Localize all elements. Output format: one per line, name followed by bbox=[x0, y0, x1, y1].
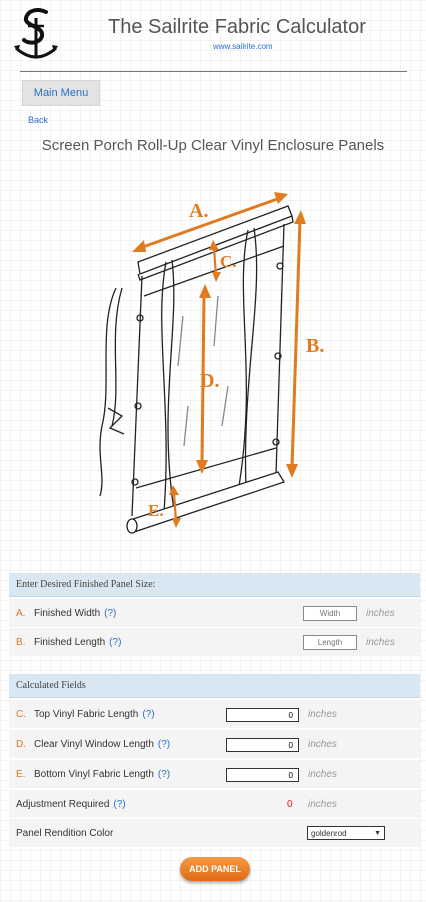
diagram-label-d: D. bbox=[200, 370, 219, 392]
row-letter: D. bbox=[16, 738, 26, 750]
adjustment-label: Adjustment Required bbox=[16, 798, 110, 810]
selected-color: goldenrod bbox=[311, 828, 347, 838]
adjustment-row: Adjustment Required (?) 0 inches bbox=[9, 790, 420, 819]
diagram-label-c: C. bbox=[220, 252, 237, 271]
bottom-vinyl-row: E. Bottom Vinyl Fabric Length (?) inches bbox=[9, 760, 420, 789]
add-panel-button[interactable]: ADD PANEL bbox=[180, 857, 250, 881]
diagram-label-a: A. bbox=[189, 200, 208, 222]
app-header: The Sailrite Fabric Calculator www.sailr… bbox=[0, 0, 426, 72]
main-menu-button[interactable]: Main Menu bbox=[22, 80, 100, 106]
finished-width-input[interactable] bbox=[303, 606, 357, 621]
help-link[interactable]: (?) bbox=[113, 798, 126, 810]
page-title: Screen Porch Roll-Up Clear Vinyl Enclosu… bbox=[41, 137, 385, 154]
color-row: Panel Rendition Color goldenrod ▼ bbox=[9, 819, 420, 848]
row-letter: E. bbox=[16, 768, 26, 780]
desired-size-header: Enter Desired Finished Panel Size: bbox=[9, 573, 420, 597]
unit-label: inches bbox=[308, 769, 337, 780]
adjustment-value: 0 bbox=[287, 799, 293, 810]
panel-diagram: A. B. C. D. E. bbox=[88, 176, 348, 558]
sailrite-anchor-logo-icon bbox=[10, 6, 62, 66]
help-link[interactable]: (?) bbox=[157, 768, 171, 780]
help-link[interactable]: (?) bbox=[157, 738, 171, 750]
finished-width-label: Finished Width bbox=[34, 607, 101, 619]
help-link[interactable]: (?) bbox=[104, 607, 117, 619]
bottom-vinyl-label: Bottom Vinyl Fabric Length bbox=[34, 768, 154, 780]
unit-label: inches bbox=[308, 709, 337, 720]
unit-label: inches bbox=[308, 799, 337, 810]
clear-vinyl-row: D. Clear Vinyl Window Length (?) inches bbox=[9, 730, 420, 759]
finished-length-row: B. Finished Length (?) inches bbox=[9, 628, 420, 657]
diagram-label-b: B. bbox=[306, 335, 324, 357]
clear-vinyl-label: Clear Vinyl Window Length bbox=[34, 738, 154, 750]
unit-label: inches bbox=[366, 608, 395, 619]
help-link[interactable]: (?) bbox=[142, 708, 155, 720]
panel-diagram-svg: A. B. C. D. E. bbox=[99, 192, 324, 534]
header-divider bbox=[20, 71, 407, 72]
row-letter: B. bbox=[16, 636, 26, 648]
calculated-fields-header: Calculated Fields bbox=[9, 674, 420, 698]
finished-length-label: Finished Length bbox=[34, 636, 106, 648]
top-vinyl-output[interactable] bbox=[226, 708, 299, 722]
diagram-label-e: E. bbox=[148, 501, 164, 520]
row-letter: C. bbox=[16, 708, 26, 720]
help-link[interactable]: (?) bbox=[109, 636, 122, 648]
clear-vinyl-output[interactable] bbox=[226, 738, 299, 752]
back-link[interactable]: Back bbox=[28, 115, 49, 125]
top-vinyl-label: Top Vinyl Fabric Length bbox=[34, 708, 139, 720]
row-letter: A. bbox=[16, 607, 26, 619]
bottom-vinyl-output[interactable] bbox=[226, 768, 299, 782]
finished-width-row: A. Finished Width (?) inches bbox=[9, 599, 420, 628]
panel-color-select[interactable]: goldenrod ▼ bbox=[307, 826, 385, 840]
top-vinyl-row: C. Top Vinyl Fabric Length (?) inches bbox=[9, 700, 420, 729]
sailrite-url-link[interactable]: www.sailrite.com bbox=[213, 42, 273, 51]
unit-label: inches bbox=[366, 637, 395, 648]
color-label: Panel Rendition Color bbox=[16, 827, 114, 839]
unit-label: inches bbox=[308, 739, 337, 750]
app-title: The Sailrite Fabric Calculator bbox=[108, 16, 366, 38]
finished-length-input[interactable] bbox=[303, 635, 357, 650]
chevron-down-icon: ▼ bbox=[374, 829, 381, 837]
